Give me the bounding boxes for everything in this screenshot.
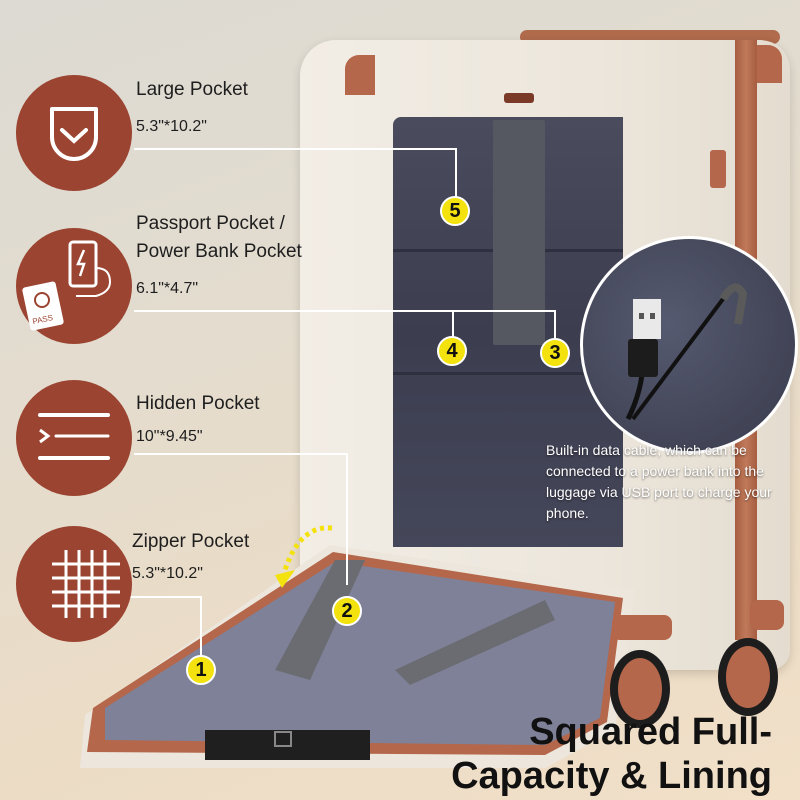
hidden-pocket-icon	[38, 413, 110, 460]
leader-line	[134, 148, 457, 200]
passport-pocket-badge: PASS	[16, 228, 132, 344]
zipper-grid-icon	[52, 550, 120, 618]
callout-badge-4: 4	[437, 336, 467, 366]
corner-guard	[752, 45, 782, 83]
feature-title: Large Pocket	[136, 79, 248, 100]
feature-size: 5.3"*10.2"	[132, 565, 203, 582]
fold-arrow-icon	[275, 525, 333, 588]
usb-cable-caption: Built-in data cable, which can be connec…	[546, 442, 772, 521]
large-pocket-badge	[16, 75, 132, 191]
hidden-pocket-badge	[16, 380, 132, 496]
callout-badge-2: 2	[332, 596, 362, 626]
leader-line	[134, 453, 348, 585]
headline-line1: Squared Full-	[529, 711, 772, 753]
svg-text:PASS: PASS	[32, 313, 54, 326]
usb-cable-icon	[625, 283, 748, 421]
feature-title-line2: Power Bank Pocket	[136, 241, 302, 262]
headline-line2: Capacity & Lining	[451, 755, 772, 797]
compression-strap	[493, 120, 545, 345]
zipper-pocket-badge	[16, 526, 132, 642]
feature-title: Hidden Pocket	[136, 393, 260, 414]
feature-title: Passport Pocket / Power Bank Pocket	[136, 212, 302, 264]
callout-badge-3: 3	[540, 338, 570, 368]
leader-line	[134, 310, 556, 342]
leader-line	[130, 596, 202, 658]
feature-title: Zipper Pocket	[132, 531, 250, 552]
feature-size: 5.3"*10.2"	[136, 118, 207, 135]
pocket-seam	[393, 372, 623, 375]
spinner-wheel	[718, 638, 778, 716]
passport-power-bank-icon: PASS	[22, 240, 112, 331]
spinner-wheel	[610, 650, 670, 728]
usb-port	[504, 93, 534, 103]
headline: Squared Full- Capacity & Lining	[451, 710, 772, 798]
wheel-housing	[750, 600, 784, 630]
usb-cable-closeup	[580, 236, 798, 454]
leader-line	[452, 310, 454, 338]
feature-size: 10"*9.45"	[136, 428, 203, 445]
side-handle	[710, 150, 726, 188]
pocket-icon	[50, 107, 98, 161]
feature-size: 6.1"*4.7"	[136, 280, 199, 297]
wheel-housing	[612, 615, 672, 640]
callout-badge-5: 5	[440, 196, 470, 226]
corner-guard	[345, 55, 375, 95]
open-lid	[80, 545, 635, 768]
callout-badge-1: 1	[186, 655, 216, 685]
feature-title-line1: Passport Pocket /	[136, 213, 285, 234]
